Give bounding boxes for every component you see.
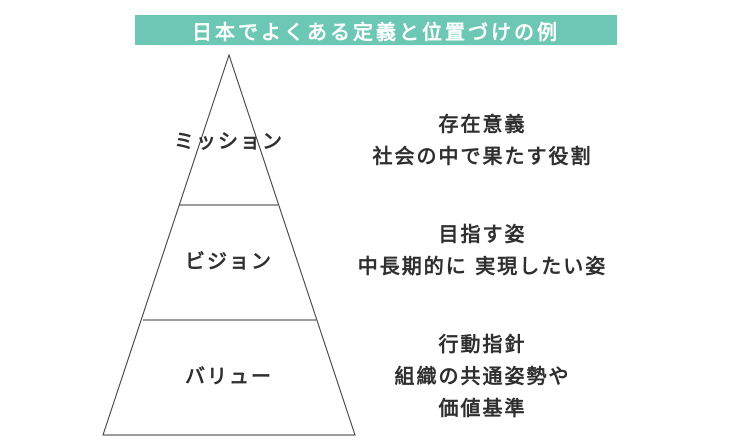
description-line: 行動指針 <box>438 334 527 356</box>
pyramid-label-value: バリュー <box>185 366 273 388</box>
banner-title: 日本でよくある定義と位置づけの例 <box>192 21 560 44</box>
description-value: 行動指針 組織の共通姿勢や 価値基準 <box>340 329 625 425</box>
description-line: 社会の中で果たす役割 <box>372 146 593 168</box>
description-line: 組織の共通姿勢や <box>394 366 571 388</box>
pyramid-outline <box>102 53 356 436</box>
description-vision: 目指す姿 中長期的に 実現したい姿 <box>340 219 625 283</box>
pyramid-label-vision: ビジョン <box>185 251 273 273</box>
description-mission: 存在意義 社会の中で果たす役割 <box>340 109 625 173</box>
description-line: 存在意義 <box>438 114 527 136</box>
description-line: 価値基準 <box>438 398 527 420</box>
pyramid-label-mission: ミッション <box>174 131 284 153</box>
description-line: 目指す姿 <box>438 224 527 246</box>
description-line: 中長期的に 実現したい姿 <box>357 256 608 278</box>
header-banner: 日本でよくある定義と位置づけの例 <box>135 15 617 45</box>
